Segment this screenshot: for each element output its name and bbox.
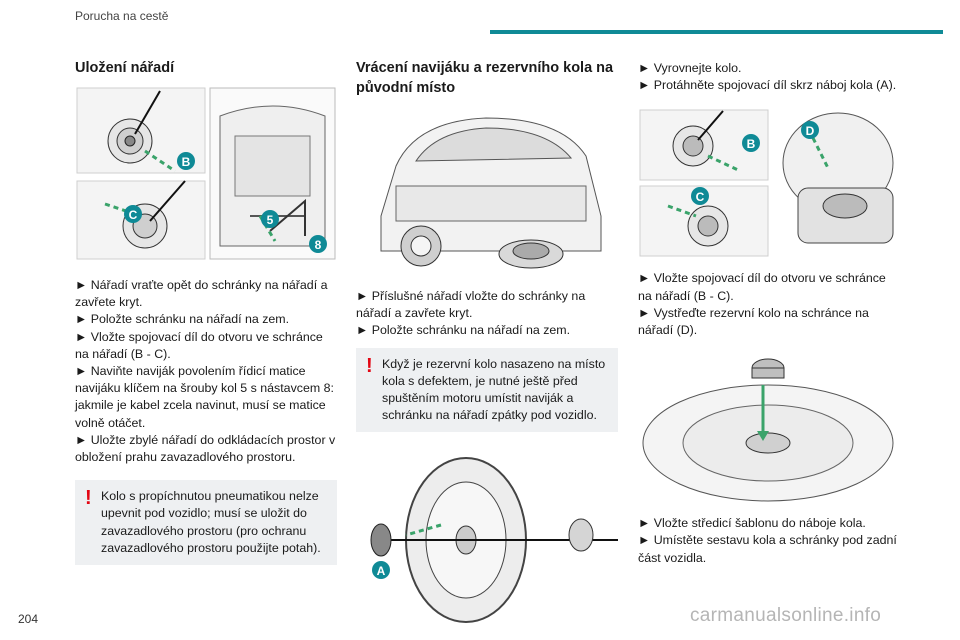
column-middle: Vrácení navijáku a rezervního kola na pů… bbox=[356, 58, 618, 626]
column-left: Uložení nářadí B C bbox=[75, 58, 337, 566]
figure-label-d: D bbox=[806, 124, 815, 138]
warning-text: Kolo s propíchnutou pneumatikou nelze up… bbox=[101, 489, 321, 555]
illustration-winch-trunk: B C 5 8 bbox=[76, 87, 336, 260]
figure-label-b: B bbox=[747, 137, 756, 151]
column-right: ► Vyrovnejte kolo. ► Protáhněte spojovac… bbox=[638, 60, 900, 567]
figure-label-5: 5 bbox=[267, 213, 274, 227]
step-text: ► Vložte středicí šablonu do náboje kola… bbox=[638, 516, 866, 531]
warning-icon: ! bbox=[85, 487, 92, 510]
step-text: ► Uložte zbylé nářadí do odkládacích pro… bbox=[75, 432, 336, 465]
figure-wheel-hub: A bbox=[356, 450, 618, 626]
figure-label-c: C bbox=[696, 190, 705, 204]
figure-label-c: C bbox=[129, 208, 138, 222]
illustration-centering-template bbox=[642, 358, 894, 502]
step-text: ► Vystřeďte rezervní kolo na schránce na… bbox=[638, 305, 869, 338]
section-title-storage: Uložení nářadí bbox=[75, 60, 175, 76]
step-text: ► Položte schránku na nářadí na zem. bbox=[356, 323, 571, 338]
step-text: ► Příslušné nářadí vložte do schránky na… bbox=[356, 289, 586, 321]
figure-centering bbox=[638, 353, 900, 504]
figure-winch-box: B C D bbox=[638, 108, 900, 259]
running-header: Porucha na cestě bbox=[75, 9, 169, 23]
warning-box: ! Když je rezervní kolo nasazeno na míst… bbox=[356, 347, 618, 433]
warning-box: ! Kolo s propíchnutou pneumatikou nelze … bbox=[75, 480, 337, 566]
illustration-wheel-cable: A bbox=[370, 457, 618, 624]
watermark: carmanualsonline.info bbox=[690, 605, 882, 626]
step-text: ► Naviňte naviják povolením řídicí matic… bbox=[75, 364, 334, 430]
figure-label-b: B bbox=[182, 155, 191, 169]
step-text: ► Nářadí vraťte opět do schránky na nářa… bbox=[75, 278, 328, 310]
section-title-return: Vrácení navijáku a rezervního kola na pů… bbox=[356, 60, 614, 96]
figure-label-8: 8 bbox=[315, 238, 322, 252]
step-text: ► Vložte spojovací díl do otvoru ve schr… bbox=[75, 329, 323, 361]
step-text: ► Položte schránku na nářadí na zem. bbox=[75, 312, 290, 327]
step-text: ► Protáhněte spojovací díl skrz náboj ko… bbox=[638, 78, 897, 93]
illustration-car-spare-wheel bbox=[380, 117, 602, 269]
step-text: ► Vyrovnejte kolo. bbox=[638, 61, 742, 75]
step-text: ► Umístěte sestavu kola a schránky pod z… bbox=[638, 533, 897, 565]
warning-text: Když je rezervní kolo nasazeno na místo … bbox=[382, 356, 606, 423]
figure-car-rear bbox=[356, 106, 618, 276]
figure-label-a: A bbox=[377, 564, 386, 578]
step-text: ► Vložte spojovací díl do otvoru ve schr… bbox=[638, 271, 886, 303]
figure-tool-storage: B C 5 8 bbox=[75, 86, 337, 261]
header-accent-bar bbox=[490, 30, 943, 34]
warning-icon: ! bbox=[366, 354, 373, 377]
page-number: 204 bbox=[18, 612, 39, 626]
illustration-box-attach: B C D bbox=[639, 109, 894, 257]
